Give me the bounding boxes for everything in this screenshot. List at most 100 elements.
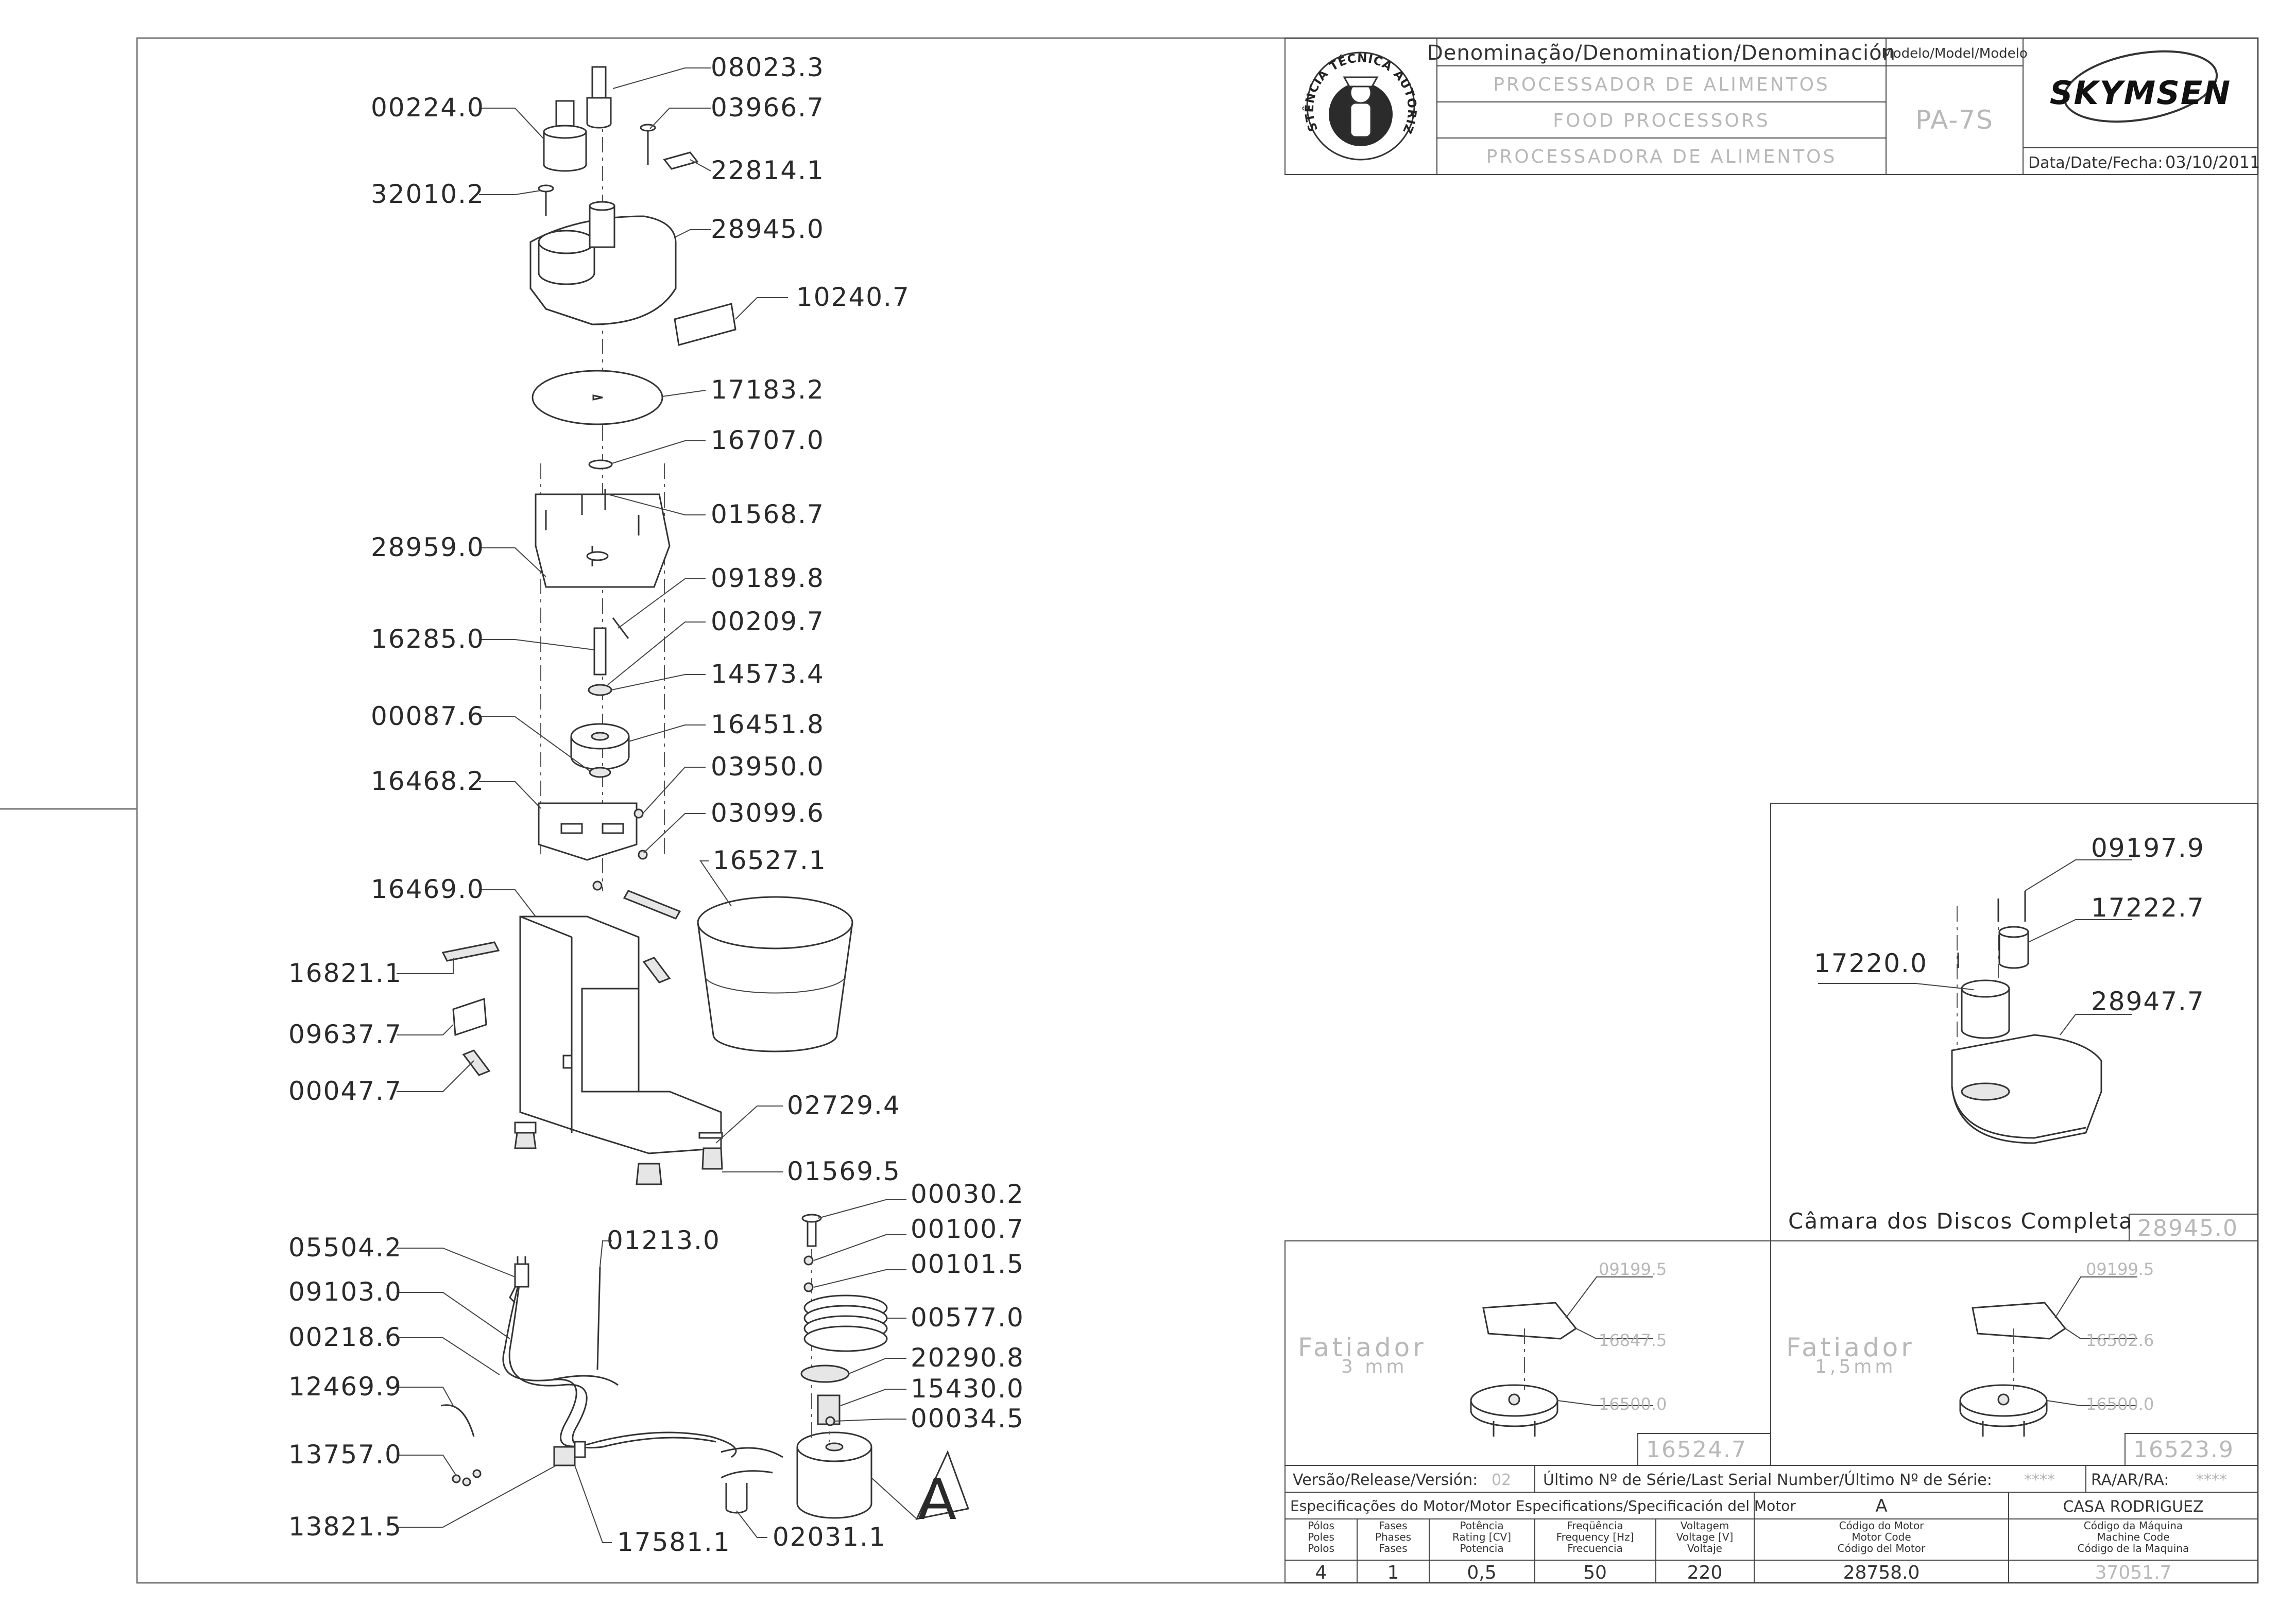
part-10240-7: 10240.7: [796, 282, 910, 312]
slicer-3mm-part-16847: 16847.5: [1599, 1331, 1667, 1350]
model-value: PA-7S: [1915, 105, 1994, 135]
part-14573-4: 14573.4: [711, 659, 825, 689]
part-17581-1: 17581.1: [617, 1527, 731, 1557]
name-pt: PROCESSADOR DE ALIMENTOS: [1493, 74, 1830, 95]
chamber-panel: [1770, 803, 2258, 1241]
part-20290-8: 20290.8: [911, 1343, 1024, 1373]
slicer-3mm-labels: Fatiador 3 mm 09199.5 16847.5 16500.0 16…: [1298, 1259, 1747, 1463]
motor-col-a: A: [1875, 1496, 1887, 1516]
serial-label: Último Nº de Série/Last Serial Number/Úl…: [1543, 1470, 1992, 1489]
part-02729-4: 02729.4: [787, 1091, 901, 1120]
part-03966-7: 03966.7: [711, 93, 825, 123]
chamber-caption: Câmara dos Discos Completa: [1788, 1208, 2133, 1234]
part-12469-9: 12469.9: [288, 1372, 402, 1402]
slicer-15mm-labels: Fatiador 1,5mm 09199.5 16502.6 16500.0 1…: [1786, 1259, 2233, 1463]
part-16821-1: 16821.1: [288, 958, 402, 988]
part-28947-7: 28947.7: [2091, 987, 2205, 1016]
slicer-3mm-title: Fatiador: [1298, 1333, 1427, 1362]
part-32010-2: 32010.2: [371, 179, 485, 209]
main-part-labels: 08023.3 00224.0 03966.7 22814.1 32010.2 …: [288, 53, 910, 1186]
part-17222-7: 17222.7: [2091, 893, 2205, 923]
release-value: 02: [1492, 1471, 1511, 1489]
slicer-3mm-leaders: [1557, 1276, 1653, 1406]
main-leaders: [397, 67, 788, 1172]
part-02031-1: 02031.1: [773, 1522, 886, 1552]
slicer-15mm-part-16502: 16502.6: [2086, 1331, 2154, 1350]
spec-table: Versão/Release/Versión: 02 Último Nº de …: [1284, 1465, 2258, 1583]
part-03950-0: 03950.0: [711, 752, 825, 782]
part-16469-0: 16469.0: [371, 874, 485, 904]
power-value: 0,5: [1467, 1562, 1496, 1583]
electrical-view: [440, 1214, 970, 1521]
chamber-labels: 09197.9 17222.7 17220.0 28947.7 Câmara d…: [1788, 833, 2238, 1241]
release-label: Versão/Release/Versión:: [1293, 1471, 1478, 1489]
freq-value: 50: [1583, 1562, 1607, 1583]
part-01568-7: 01568.7: [711, 499, 825, 529]
part-00034-5: 00034.5: [911, 1404, 1024, 1433]
name-en: FOOD PROCESSORS: [1553, 110, 1770, 131]
part-00577-0: 00577.0: [911, 1303, 1024, 1333]
chamber-code: 28945.0: [2137, 1215, 2238, 1241]
title-block: ASSISTÊNCIA TÉCNICA AUTORIZADA Denominaç…: [0, 0, 2260, 175]
ra-label: RA/AR/RA:: [2091, 1471, 2169, 1489]
part-22814-1: 22814.1: [711, 156, 825, 185]
part-16468-2: 16468.2: [371, 766, 485, 796]
model-header: Modelo/Model/Modelo: [1881, 46, 2028, 61]
slicer-3mm-part-16500: 16500.0: [1599, 1394, 1667, 1414]
part-16527-1: 16527.1: [713, 845, 827, 875]
part-00101-5: 00101.5: [911, 1249, 1024, 1279]
ra-value: ****: [2196, 1471, 2227, 1489]
slicer-15mm-part-09199: 09199.5: [2086, 1259, 2154, 1279]
part-00047-7: 00047.7: [288, 1076, 402, 1106]
name-es: PROCESSADORA DE ALIMENTOS: [1486, 146, 1837, 167]
part-17220-0: 17220.0: [1814, 948, 1928, 978]
part-16451-8: 16451.8: [711, 710, 825, 739]
part-00209-7: 00209.7: [711, 607, 825, 636]
slicer-3mm-panel: [1284, 1240, 1771, 1466]
part-00100-7: 00100.7: [911, 1214, 1024, 1244]
technician-seal-icon: ASSISTÊNCIA TÉCNICA AUTORIZADA: [0, 0, 1418, 161]
part-00224-0: 00224.0: [371, 93, 485, 123]
part-00087-6: 00087.6: [371, 701, 485, 731]
part-28959-0: 28959.0: [371, 532, 485, 562]
slicer-3mm-size: 3 mm: [1341, 1356, 1407, 1377]
part-08023-3: 08023.3: [711, 53, 825, 82]
denomination-header: Denominação/Denomination/Denominación: [1427, 41, 1896, 65]
sheet-border: [136, 37, 2259, 1584]
slicer-3mm-code: 16524.7: [1646, 1437, 1747, 1463]
part-17183-2: 17183.2: [711, 375, 825, 405]
part-16707-0: 16707.0: [711, 425, 825, 455]
motor-code-value: 28758.0: [1843, 1562, 1920, 1583]
motor-spec-header: Especificações do Motor/Motor Especifica…: [1290, 1497, 1796, 1514]
phases-value: 1: [1387, 1562, 1399, 1583]
serial-value: ****: [2024, 1471, 2055, 1489]
date-label: Data/Date/Fecha:: [2028, 154, 2163, 172]
brand-name: SKYMSEN: [2050, 74, 2231, 112]
part-13757-0: 13757.0: [288, 1440, 402, 1470]
machine-code-value: 37051.7: [2095, 1562, 2172, 1583]
part-09189-8: 09189.8: [711, 563, 825, 593]
part-28945-0: 28945.0: [711, 214, 825, 244]
part-05504-2: 05504.2: [288, 1233, 402, 1263]
skymsen-logo: SKYMSEN: [2050, 50, 2231, 123]
part-00218-6: 00218.6: [288, 1322, 402, 1352]
part-03099-6: 03099.6: [711, 798, 825, 828]
poles-value: 4: [1315, 1562, 1327, 1583]
volt-value: 220: [1687, 1562, 1723, 1583]
part-01213-0: 01213.0: [607, 1225, 721, 1255]
part-00030-2: 00030.2: [911, 1179, 1024, 1209]
slicer-15mm-part-16500: 16500.0: [2086, 1394, 2154, 1414]
slicer-15mm-panel: [1770, 1240, 2258, 1466]
detail-letter-a: A: [918, 1466, 957, 1532]
part-15430-0: 15430.0: [911, 1374, 1024, 1404]
part-13821-5: 13821.5: [288, 1512, 402, 1542]
part-09103-0: 09103.0: [288, 1277, 402, 1307]
